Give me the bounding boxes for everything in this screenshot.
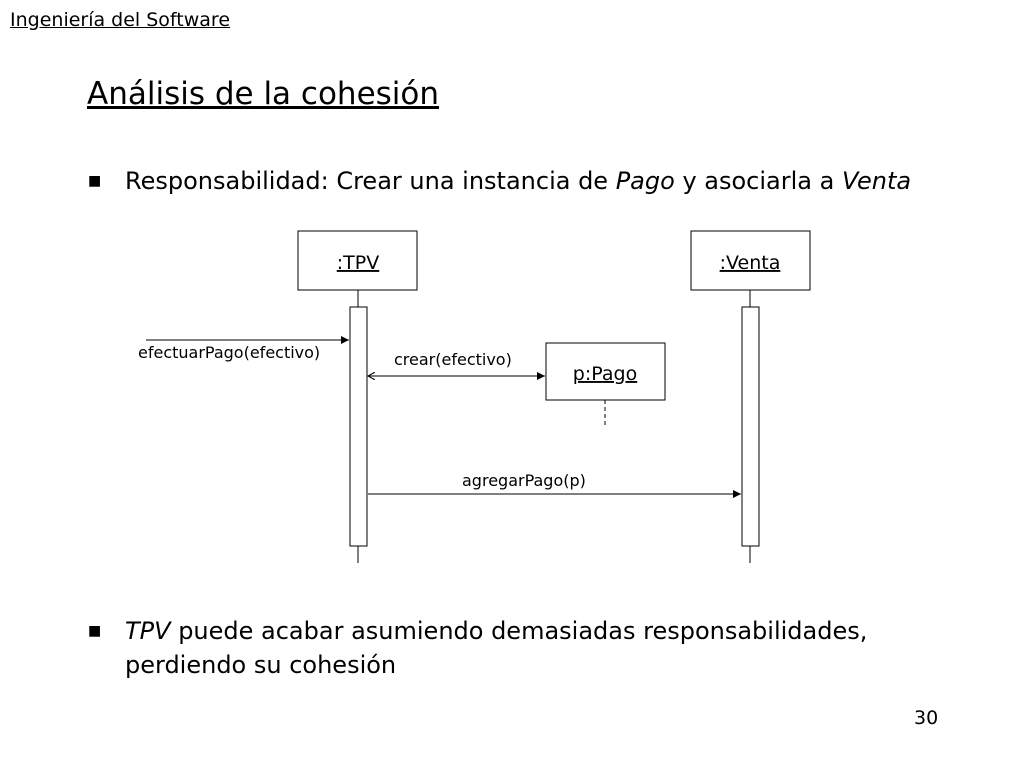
message-label-agregar-pago: agregarPago(p) [462,471,586,490]
object-box-venta [690,230,811,291]
bullet-text: Responsabilidad: Crear una instancia de … [125,164,925,198]
bullet-text-part: perdiendo su cohesión [125,651,397,679]
object-box-pago [545,342,666,401]
bullet-text-part: Responsabilidad: Crear una instancia de [125,167,616,195]
bullet-square-icon: ■ [88,623,102,639]
bullet-square-icon: ■ [88,173,102,189]
bullet-text-italic: Venta [841,167,912,195]
object-box-tpv [297,230,418,291]
bullet-text-italic: Pago [615,167,675,195]
activation-bar-venta [741,306,760,547]
page-number: 30 [914,707,939,729]
bullet-text-part: puede acabar asumiendo demasiadas respon… [170,617,868,645]
object-label-pago: p:Pago [573,363,637,385]
bullet-text: TPV puede acabar asumiendo demasiadas re… [125,614,925,682]
bullet-text-italic: TPV [125,617,171,645]
slide-title: Análisis de la cohesión [87,76,440,112]
activation-bar-tpv [349,306,368,547]
message-label-crear: crear(efectivo) [394,350,512,369]
object-label-venta: :Venta [720,252,781,274]
course-header: Ingeniería del Software [10,9,231,31]
object-label-tpv: :TPV [337,252,379,274]
message-label-efectuar-pago: efectuarPago(efectivo) [138,343,320,362]
bullet-text-part: y asociarla a [674,167,842,195]
